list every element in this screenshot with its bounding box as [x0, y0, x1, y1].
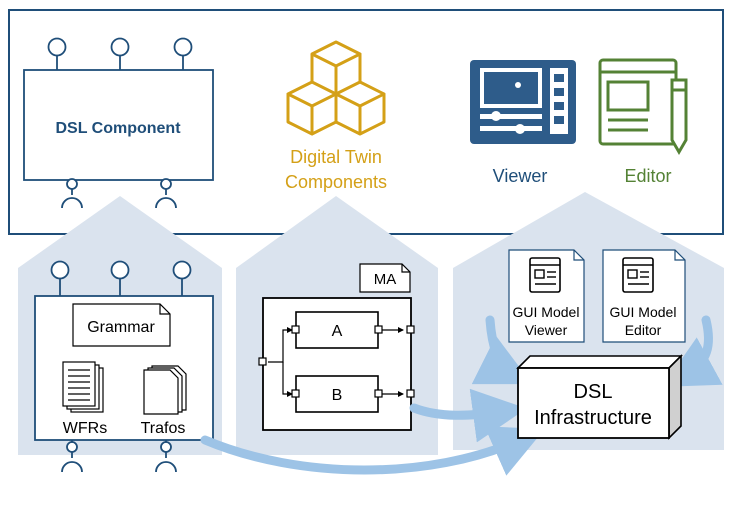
- component-a-label: A: [332, 323, 343, 340]
- gui-model-editor-doc: [602, 249, 686, 343]
- arrow-trafos-to-infrastructure: [200, 426, 545, 476]
- arrow-ma-to-infrastructure: [409, 388, 527, 443]
- flow-arrows: [200, 315, 723, 476]
- gui-model-editor-label-1: GUI Model: [610, 304, 677, 320]
- trafos-document-stack: [143, 365, 187, 415]
- ports: [258, 325, 415, 398]
- cubes-icon: [286, 40, 386, 136]
- arrow-viewer-to-infrastructure: [471, 315, 533, 385]
- digital-twin-label-2: Components: [285, 172, 387, 192]
- ma-tag: [359, 263, 411, 293]
- gui-model-viewer-doc: [508, 249, 585, 343]
- wfrs-document-stack: [62, 361, 104, 413]
- editor-label: Editor: [624, 166, 671, 186]
- trafos-label: Trafos: [141, 420, 186, 437]
- grammar-document: [72, 303, 171, 347]
- viewer-label: Viewer: [493, 166, 548, 186]
- dsl-component-label: DSL Component: [55, 120, 181, 137]
- editor-icon: [598, 58, 688, 155]
- viewer-icon: [470, 60, 576, 144]
- arrow-editor-to-infrastructure: [662, 315, 723, 387]
- component-b: [295, 375, 379, 413]
- gui-model-editor-label-2: Editor: [625, 322, 662, 338]
- digital-twin-label-1: Digital Twin: [290, 147, 382, 167]
- ma-label: MA: [374, 271, 397, 288]
- grammar-label: Grammar: [87, 319, 155, 336]
- dsl-component: DSL Component: [23, 37, 214, 209]
- dsl-infrastructure-box: [516, 354, 683, 440]
- gui-model-viewer-label-1: GUI Model: [513, 304, 580, 320]
- gui-model-viewer-label-2: Viewer: [525, 322, 568, 338]
- infrastructure-label-2: Infrastructure: [534, 407, 652, 429]
- component-b-label: B: [332, 387, 343, 404]
- wfrs-label: WFRs: [63, 420, 107, 437]
- infrastructure-label-1: DSL: [574, 381, 613, 403]
